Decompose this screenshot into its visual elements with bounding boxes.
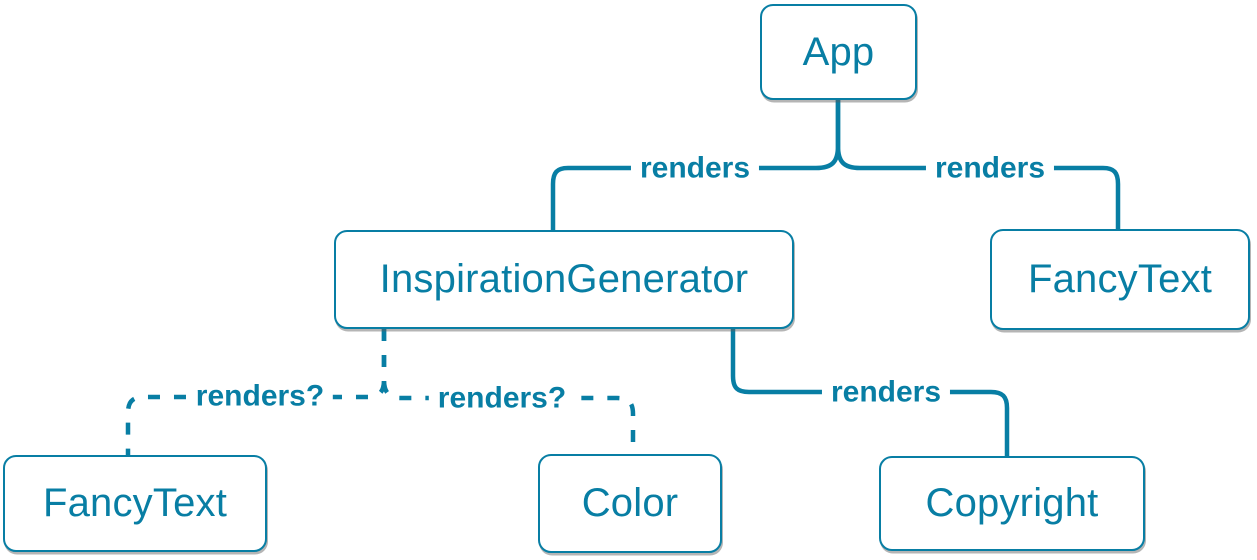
node-inspiration-generator-label: InspirationGenerator	[379, 257, 749, 301]
edge-label-renders-inspirationgenerator-color: renders?	[428, 380, 576, 416]
node-app-label: App	[802, 29, 875, 74]
node-fancy-text-bottom-label: FancyText	[42, 481, 228, 525]
edge-label-renders-app-inspirationgenerator: renders	[630, 150, 760, 186]
edge-label-renders-inspirationgenerator-fancytext: renders?	[186, 378, 334, 414]
node-color: Color	[538, 454, 722, 553]
node-color-label: Color	[581, 481, 679, 525]
edge-label-renders-inspirationgenerator-copyright: renders	[821, 374, 951, 410]
node-copyright: Copyright	[879, 456, 1145, 551]
node-app: App	[760, 4, 917, 100]
node-fancy-text-top-label: FancyText	[1027, 257, 1213, 301]
node-copyright-label: Copyright	[925, 481, 1099, 525]
node-fancy-text-bottom: FancyText	[3, 455, 267, 552]
node-fancy-text-top: FancyText	[990, 229, 1250, 330]
edge-label-renders-app-fancytext: renders	[925, 150, 1055, 186]
node-inspiration-generator: InspirationGenerator	[334, 230, 794, 329]
